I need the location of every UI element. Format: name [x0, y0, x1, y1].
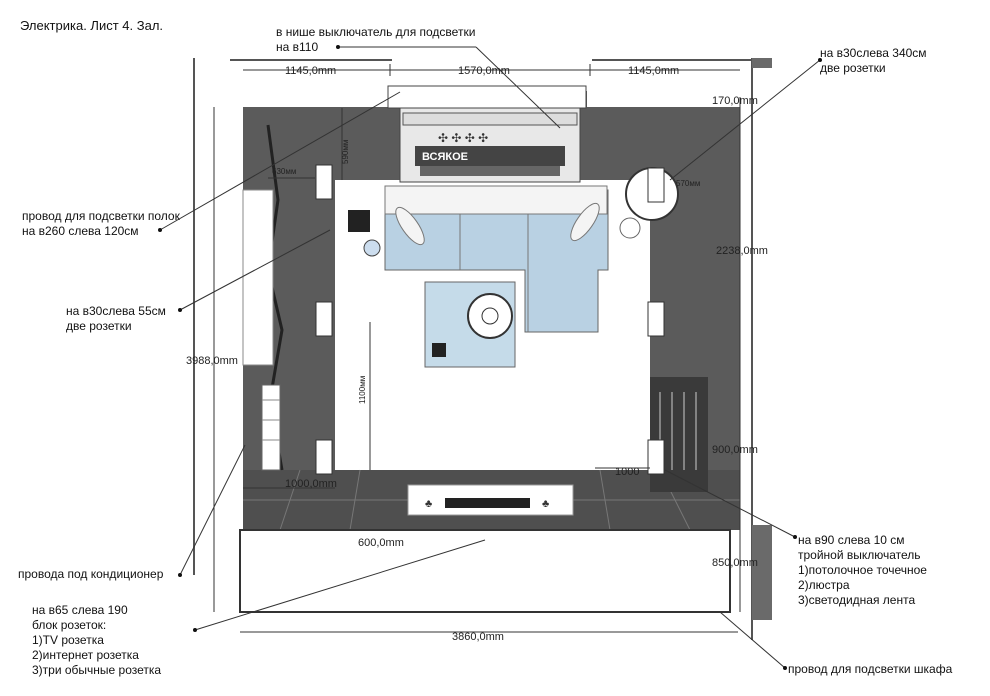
- note-wardrobe-light-wire: провод для подсветки шкафа: [788, 662, 953, 676]
- tv-unit: [415, 146, 565, 166]
- book: [432, 343, 446, 357]
- dim-top-right: 1145,0mm: [628, 65, 679, 77]
- dim-right-lower: 850,0mm: [712, 557, 758, 569]
- side-chair: [363, 239, 381, 257]
- niche-shelf-1: [402, 112, 578, 126]
- radiator-left: [261, 384, 281, 471]
- side-table: [619, 217, 641, 239]
- dim-570: 570мм: [676, 179, 700, 188]
- speaker-left-icon: ♣: [425, 498, 432, 510]
- dimension-lines: [213, 64, 741, 633]
- dim-590: 590мм: [341, 140, 350, 164]
- note-shelf-light-wire: провод для подсветки полок на в260 слева…: [22, 209, 180, 238]
- wardrobe: [239, 529, 731, 613]
- niche-shelf: [387, 85, 587, 109]
- tv-base: [420, 166, 560, 176]
- dim-right-upper: 2238,0mm: [716, 245, 768, 257]
- socket-box-top-left: [315, 164, 333, 200]
- tv-stand-slot: [445, 498, 530, 508]
- note-socket-block: на в65 слева 190 блок розеток: 1)TV розе…: [32, 603, 162, 677]
- decor-icon: ✣ ✣ ✣ ✣: [438, 131, 488, 145]
- dim-mid-600: 600,0mm: [358, 537, 404, 549]
- sheet-title: Электрика. Лист 4. Зал.: [20, 18, 164, 33]
- dim-left-1000: 1000,0mm: [285, 478, 337, 490]
- socket-box-mid-right: [647, 301, 665, 337]
- socket-box-low-left: [315, 439, 333, 475]
- dim-bottom-total: 3860,0mm: [452, 631, 504, 643]
- dim-left-total: 3988,0mm: [186, 355, 238, 367]
- note-right-sockets: на в30слева 340см две розетки: [820, 46, 927, 75]
- radiator-right: [650, 377, 708, 492]
- side-table-left: [348, 210, 370, 232]
- decor-bowl-inner: [481, 307, 499, 325]
- socket-box-mid-left: [315, 301, 333, 337]
- note-left-sockets: на в30слева 55см две розетки: [66, 304, 166, 333]
- socket-box-low-right: [647, 439, 665, 475]
- note-triple-switch: на в90 слева 10 см тройной выключатель 1…: [798, 533, 927, 607]
- radiator-left-fins: [262, 399, 280, 441]
- leader-lines: [159, 46, 821, 669]
- dim-right-top: 170,0mm: [712, 95, 758, 107]
- dim-top-left: 1145,0mm: [285, 65, 336, 77]
- right-wall-block-top: [752, 58, 772, 68]
- dim-right-1000: 1000: [615, 466, 639, 478]
- dim-top-mid: 1570,0mm: [458, 65, 510, 77]
- sofa-arm-left: [395, 206, 425, 246]
- leader-dots: [158, 45, 822, 670]
- socket-boxes: [315, 164, 665, 475]
- speaker-right-icon: ♣: [542, 498, 549, 510]
- dim-1100: 1100мм: [358, 376, 367, 404]
- dim-right-mid: 900,0mm: [712, 444, 758, 456]
- note-niche-switch: в нише выключатель для подсветки на в110: [276, 25, 476, 54]
- note-ac-wires: провода под кондиционер: [18, 567, 164, 581]
- right-wall-block-bottom: [752, 525, 772, 620]
- left-wall-shelf: [242, 189, 274, 366]
- socket-box-top-right: [647, 167, 665, 203]
- dim-630: 630мм: [272, 167, 296, 176]
- tv-brand-text: ВСЯКОЕ: [422, 151, 468, 163]
- sofa-back: [384, 185, 608, 215]
- sofa: [384, 189, 609, 333]
- sofa-arm-right: [570, 202, 600, 242]
- decor-bowl: [467, 293, 513, 339]
